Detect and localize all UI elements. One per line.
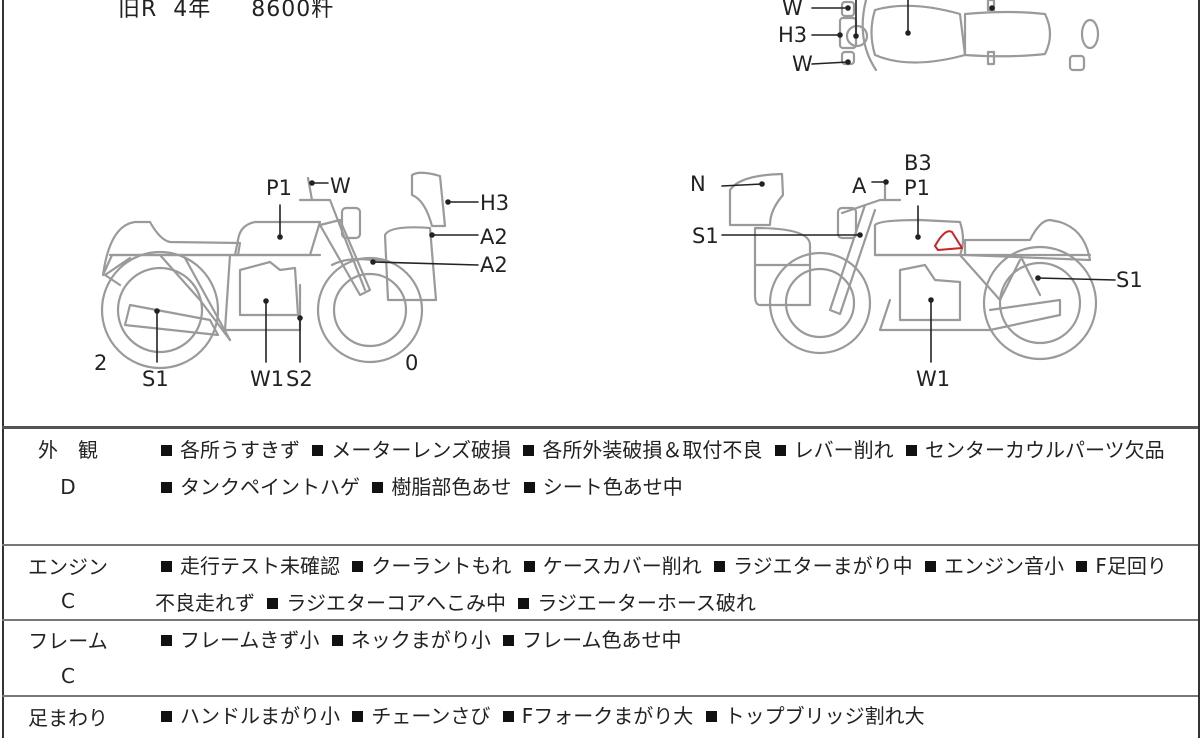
condition-item: 各所外装破損＆取付不良	[517, 438, 762, 462]
category-label: 外 観	[38, 438, 98, 462]
left-label-s1: S1	[142, 367, 169, 391]
condition-items: ハンドルまがり小 チェーンさび Fフォークまがり大 トップブリッジ割れ大	[155, 698, 1185, 735]
left-label-h3: H3	[480, 191, 510, 215]
condition-item: フレーム色あせ中	[497, 628, 682, 652]
category-label: エンジン	[28, 555, 108, 579]
condition-item: ラジエターコアへこみ中	[261, 591, 506, 615]
grade-value: C	[61, 589, 75, 613]
right-side-motorcycle	[728, 172, 1098, 361]
condition-item: シート色あせ中	[518, 475, 683, 499]
top-view-motorcycle	[838, 0, 1100, 72]
left-label-w1: W1	[250, 367, 285, 391]
condition-item: ラジエターまがり中	[708, 554, 913, 578]
condition-item: エンジン音小	[919, 554, 1064, 578]
condition-items: 各所うすきず メーターレンズ破損 各所外装破損＆取付不良 レバー削れ センターカ…	[155, 432, 1185, 506]
condition-item: レバー削れ	[769, 438, 894, 462]
right-label-s1: S1	[692, 224, 719, 248]
condition-item: Fフォークまがり大	[497, 704, 693, 728]
left-label-front-number: 0	[405, 351, 419, 375]
right-label-p1: P1	[904, 176, 931, 200]
condition-item: クーラントもれ	[346, 554, 511, 578]
condition-item: 樹脂部色あせ	[366, 475, 511, 499]
damage-highlight	[934, 230, 963, 251]
left-label-a2: A2	[480, 253, 508, 277]
right-label-n: N	[690, 172, 706, 196]
condition-items: 走行テスト未確認 クーラントもれ ケースカバー削れ ラジエターまがり中 エンジン…	[155, 548, 1185, 622]
condition-item: フレームきず小	[155, 628, 319, 652]
left-label-rear-number: 2	[94, 351, 108, 375]
condition-item: ケースカバー削れ	[518, 554, 702, 578]
grade-value: D	[60, 475, 76, 499]
divider	[2, 426, 1198, 429]
right-label-s1: S1	[1116, 268, 1143, 292]
condition-item: メーターレンズ破損	[306, 438, 511, 462]
motorcycle-diagrams	[100, 0, 1116, 370]
right-label-a: A	[852, 174, 867, 198]
condition-item: チェーンさび	[346, 704, 490, 728]
divider	[2, 695, 1198, 697]
condition-item: ハンドルまがり小	[155, 704, 340, 728]
left-label-a2: A2	[480, 225, 508, 249]
divider	[2, 544, 1198, 546]
category-label: フレーム	[28, 629, 108, 653]
registration-info: 旧R 4年 8600粁	[118, 0, 335, 22]
condition-item: タンクペイントハゲ	[155, 475, 360, 499]
condition-item: ラジエーターホース破れ	[512, 591, 756, 615]
top-label-w: W	[782, 0, 803, 20]
condition-item: センターカウルパーツ欠品	[900, 438, 1165, 462]
condition-item: F足回り不良走れず	[155, 554, 1167, 615]
top-label-w: W	[792, 52, 813, 76]
grade-value: C	[61, 664, 75, 688]
left-side-motorcycle	[100, 171, 447, 370]
left-label-p1: P1	[266, 176, 293, 200]
left-label-w: W	[330, 174, 351, 198]
top-label-h3: H3	[778, 23, 808, 47]
divider	[2, 619, 1198, 621]
condition-item: トップブリッジ割れ大	[700, 704, 925, 728]
condition-item: ネックまがり小	[326, 628, 491, 652]
category-label: 足まわり	[28, 706, 108, 730]
right-label-b3: B3	[904, 151, 932, 175]
condition-item: 走行テスト未確認	[155, 554, 340, 578]
condition-item: 各所うすきず	[155, 438, 300, 462]
left-label-s2: S2	[286, 367, 313, 391]
condition-items: フレームきず小 ネックまがり小 フレーム色あせ中	[155, 622, 1185, 659]
right-label-w1: W1	[916, 367, 951, 391]
